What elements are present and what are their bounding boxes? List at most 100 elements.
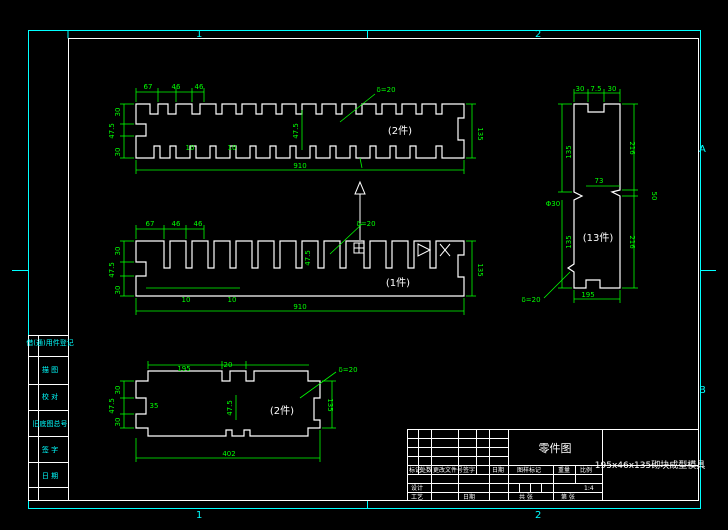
side-label-date: 日 期 — [42, 472, 58, 480]
view-top-plate: 910 135 67 46 46 30 47.5 30 10 10 47.5 δ… — [108, 83, 484, 174]
side-dim-right-b: 216 — [628, 235, 636, 249]
middle-plate-dimensions — [120, 223, 476, 315]
middle-dim-left-30a: 30 — [114, 247, 122, 256]
zone-bottom-2: 2 — [535, 510, 541, 521]
top-dim-left-30b: 30 — [114, 148, 122, 157]
process-label: 工艺 — [411, 493, 423, 501]
date-label: 日期 — [463, 493, 475, 501]
top-side-dim: 47.5 — [292, 123, 300, 139]
assembly-arrow — [354, 180, 366, 240]
top-inner-dim-b: 10 — [228, 144, 237, 152]
side-dim-top-7: 7.5 — [590, 85, 601, 93]
top-plate-outline — [135, 103, 465, 159]
inner-border — [68, 38, 699, 501]
top-plate-dim-text: 910 135 67 46 46 30 47.5 30 10 10 47.5 δ… — [108, 83, 484, 170]
bottom-plate-outline — [135, 370, 321, 437]
middle-inner-dim-b: 10 — [228, 296, 237, 304]
middle-hatch-marks — [353, 242, 451, 257]
middle-dim-46b: 46 — [194, 220, 203, 228]
weight-label: 重量 — [558, 466, 570, 474]
drawing-name: 195x46x135砌块成型模具 — [595, 459, 705, 471]
bottom-height-dim: 135 — [326, 398, 334, 411]
top-thickness: δ=20 — [376, 86, 395, 94]
side-label-sign: 签 字 — [42, 445, 58, 454]
top-dim-46a: 46 — [172, 83, 181, 91]
header-mark: 标记 — [409, 466, 421, 474]
header-change-doc: 更改文件号 — [433, 466, 463, 474]
side-dim-top-30a: 30 — [576, 85, 585, 93]
side-thickness: δ=20 — [521, 296, 540, 304]
sheet-total-label: 共 张 — [519, 493, 533, 501]
bottom-plate-dimensions — [120, 361, 337, 462]
zone-right-b: B — [699, 385, 706, 396]
middle-thickness: δ=20 — [356, 220, 375, 228]
zone-top-1: 1 — [196, 29, 202, 40]
side-inner-dim: 73 — [595, 177, 604, 185]
side-table-labels: 借(通)用件登记 描 图 校 对 旧底图总号 签 字 日 期 — [26, 338, 73, 480]
drawing-title: 零件图 — [539, 442, 572, 455]
bottom-thickness: δ=20 — [338, 366, 357, 374]
top-width-dim: 910 — [293, 162, 306, 170]
middle-inner-dim-a: 10 — [182, 296, 191, 304]
zone-bottom-1: 1 — [196, 510, 202, 521]
side-dim-right-a: 216 — [628, 141, 636, 155]
side-dim-left-a: 135 — [565, 145, 573, 158]
header-date: 日期 — [492, 466, 504, 474]
top-dim-left-30a: 30 — [114, 108, 122, 117]
bottom-inner-dim-b: 47.5 — [226, 400, 234, 416]
bottom-plate-dim-text: 402 135 195 20 30 47.5 30 35 47.5 δ=20 — [108, 361, 358, 458]
bottom-width-dim: 402 — [222, 450, 235, 458]
top-dim-left-47: 47.5 — [108, 123, 116, 139]
side-plate-dim-text: 30 7.5 30 216 50 216 135 135 195 Φ30 73 … — [521, 85, 658, 304]
bottom-dim-20: 20 — [224, 361, 233, 369]
side-label-check: 校 对 — [42, 392, 58, 401]
bottom-dim-left-47: 47.5 — [108, 398, 116, 414]
side-table — [28, 335, 69, 501]
side-part-label: (13件) — [583, 232, 614, 244]
scale-label: 比例 — [580, 466, 592, 474]
side-dim-right-mid: 50 — [650, 192, 658, 201]
side-plate-dimensions — [543, 89, 638, 303]
view-middle-plate: 910 135 67 46 46 30 47.5 30 10 10 47.5 δ… — [108, 220, 484, 315]
header-count: 处数 — [420, 466, 432, 474]
design-label: 设计 — [411, 484, 423, 492]
top-inner-dim-a: 10 — [186, 144, 195, 152]
zone-right-a: A — [699, 144, 706, 155]
middle-side-dim: 47.5 — [304, 250, 312, 266]
side-width-dim: 195 — [581, 291, 594, 299]
middle-dim-67: 67 — [146, 220, 155, 228]
header-sign: 签字 — [463, 466, 475, 474]
middle-part-label: (1件) — [386, 277, 410, 289]
middle-height-dim: 135 — [476, 263, 484, 276]
top-part-label: (2件) — [388, 125, 412, 137]
title-block — [407, 429, 699, 501]
side-dim-top-30b: 30 — [608, 85, 617, 93]
view-side-plate: 30 7.5 30 216 50 216 135 135 195 Φ30 73 … — [521, 85, 658, 304]
bottom-dim-left-30b: 30 — [114, 418, 122, 427]
top-height-dim: 135 — [476, 127, 484, 140]
side-radius-dim: Φ30 — [546, 200, 560, 208]
bottom-part-label: (2件) — [270, 405, 294, 417]
zone-markers: 1 2 1 2 A B — [196, 29, 706, 521]
side-plate-outline — [566, 103, 621, 289]
top-dim-46b: 46 — [195, 83, 204, 91]
bottom-inner-dim-a: 35 — [150, 402, 159, 410]
bottom-dim-left-30a: 30 — [114, 386, 122, 395]
view-bottom-plate: 402 135 195 20 30 47.5 30 35 47.5 δ=20 (… — [108, 361, 358, 462]
side-dim-left-b: 135 — [565, 235, 573, 248]
middle-dim-left-47: 47.5 — [108, 262, 116, 278]
top-plate-dimensions — [120, 88, 476, 174]
title-block-text: 零件图 195x46x135砌块成型模具 标记 处数 更改文件号 签字 日期 图… — [409, 442, 705, 501]
middle-plate-dim-text: 910 135 67 46 46 30 47.5 30 10 10 47.5 δ… — [108, 220, 484, 311]
middle-plate-outline — [135, 240, 465, 297]
middle-width-dim: 910 — [293, 303, 306, 311]
top-dim-67: 67 — [144, 83, 153, 91]
outer-border — [12, 30, 716, 509]
bottom-dim-195: 195 — [177, 365, 190, 373]
sheet-of-label: 第 张 — [561, 493, 575, 501]
middle-dim-46a: 46 — [172, 220, 181, 228]
side-label-old-number: 旧底图总号 — [33, 419, 68, 428]
side-label-trace: 描 图 — [42, 365, 58, 374]
scale-value: 1:4 — [584, 485, 594, 492]
